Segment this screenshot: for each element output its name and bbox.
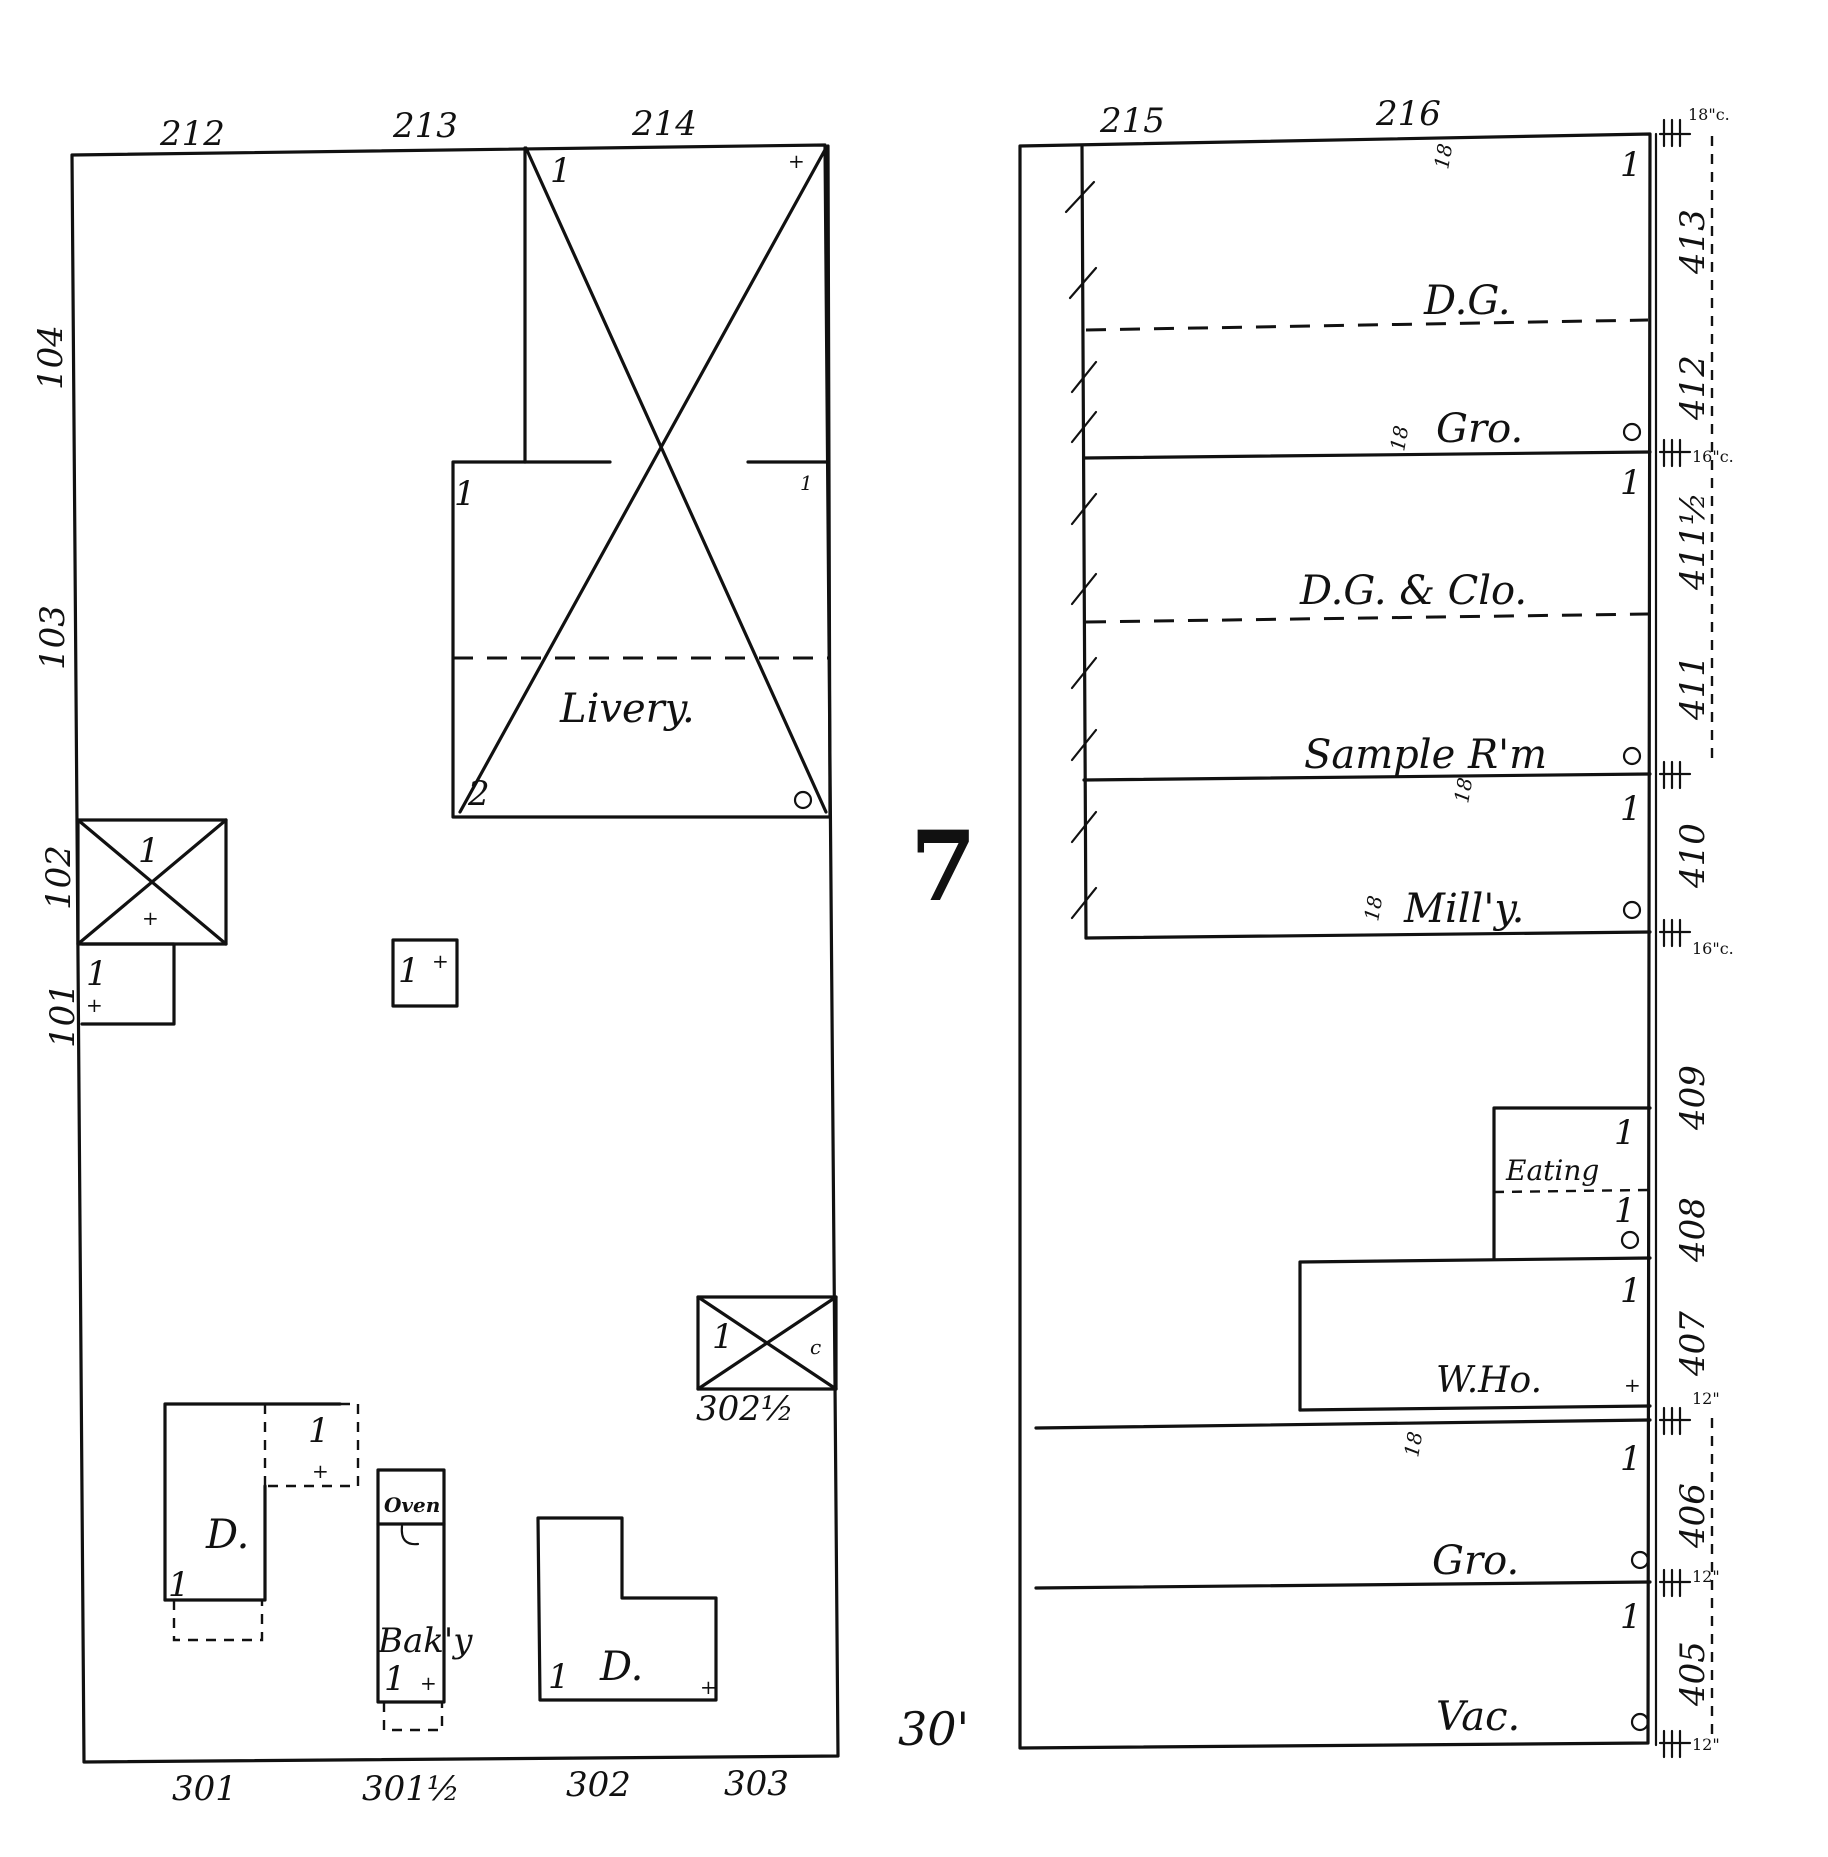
stable-102: 1 + [76, 818, 228, 946]
dwelling-302: D. 1 + [536, 1516, 718, 1702]
lot-number: 215 [1099, 101, 1165, 141]
lot-number: 212 [159, 114, 225, 154]
skylight-mark: + [312, 1459, 329, 1483]
lot-number: 302½ [696, 1389, 794, 1429]
oven-label: Oven [384, 1493, 440, 1517]
lot-number: 104 [31, 325, 71, 390]
story-count: 1 [308, 1411, 330, 1451]
lot-number: 103 [33, 605, 73, 670]
street-number: 411 [1673, 655, 1713, 721]
story-count: 1 [168, 1565, 190, 1605]
dwelling-label: D. [205, 1512, 249, 1558]
store-label: D.G. & Clo. [1299, 568, 1527, 614]
lot-number: 101 [43, 983, 83, 1048]
skylight-mark: + [700, 1675, 717, 1699]
block-number: 7 [910, 810, 977, 923]
lot-number: 302 [566, 1765, 631, 1805]
lot-number: 214 [631, 104, 697, 144]
small-outbuilding: 1 + [391, 938, 459, 1008]
warehouse: 1 W.Ho. + [1298, 1256, 1652, 1412]
lot-number: 213 [392, 106, 458, 146]
lot-number: 216 [1375, 94, 1441, 134]
wall-height: 18 [1385, 424, 1413, 453]
story-count: 1 [454, 474, 476, 514]
stable-302-half: 1 c 302½ [696, 1295, 838, 1429]
eating-house: 1 Eating 1 [1492, 1106, 1652, 1260]
height-note: 16"c. [1692, 447, 1734, 466]
street-width: 30' [898, 1702, 969, 1756]
street-number: 405 [1673, 1641, 1713, 1707]
skylight-mark: + [432, 949, 449, 973]
brick-hatch-marks [1064, 180, 1098, 920]
story-count: 1 [1620, 1597, 1642, 1637]
story-count: 1 [1620, 145, 1642, 185]
street-number: 409 [1673, 1065, 1713, 1131]
height-note: 18"c. [1688, 105, 1730, 124]
story-count: 1 [1620, 463, 1642, 503]
wall-height: 18 [1359, 894, 1387, 923]
story-count: 1 [1614, 1191, 1636, 1231]
store-label: Gro. [1432, 1538, 1519, 1584]
right-block: 215 216 D.G. Gro. D.G. & Clo. Sa [1018, 94, 1734, 1759]
street-number: 411½ [1673, 492, 1713, 591]
street-number: 407 [1673, 1311, 1713, 1377]
skylight-mark: + [86, 993, 103, 1017]
story-count: 1 [398, 951, 420, 991]
story-count: 1 [138, 831, 160, 871]
dwelling-label: D. [599, 1644, 643, 1690]
livery-building: Livery. 1 1 2 + 1 [451, 144, 832, 819]
store-label: Gro. [1436, 406, 1523, 452]
street-number: 408 [1673, 1197, 1713, 1263]
store-label: D.G. [1423, 278, 1511, 324]
lot-number: 301½ [362, 1769, 460, 1809]
story-mark: 1 [800, 471, 813, 495]
skylight-mark: + [1624, 1373, 1641, 1397]
livery-label: Livery. [559, 686, 695, 732]
wall-height: 18 [1449, 776, 1477, 805]
store-label: Eating [1505, 1154, 1599, 1187]
lot-number: 303 [724, 1764, 789, 1804]
bakery-label: Bak'y [377, 1621, 473, 1661]
height-note: 12" [1692, 1735, 1720, 1754]
height-note: 12" [1692, 1389, 1720, 1408]
story-count: 1 [1620, 1439, 1642, 1479]
height-note: 16"c. [1692, 939, 1734, 958]
story-count: 1 [1620, 1271, 1642, 1311]
story-count: 1 [1614, 1113, 1636, 1153]
shed-101: 1 + [80, 942, 176, 1026]
story-count: 1 [712, 1317, 734, 1357]
street-number: 412 [1673, 355, 1713, 421]
story-count: 1 [86, 954, 108, 994]
story-count: 1 [548, 1657, 570, 1697]
skylight-mark: + [420, 1671, 437, 1695]
street-number: 410 [1673, 823, 1713, 889]
wall-height: 18 [1399, 1430, 1427, 1459]
dwelling-301: D. 1 1 + [163, 1402, 360, 1642]
store-label: Sample R'm [1304, 732, 1547, 778]
skylight-mark: + [788, 149, 805, 173]
story-count: 2 [467, 774, 490, 814]
chimney-mark: c [810, 1335, 821, 1359]
left-block: 212 213 214 104 103 102 101 301 301½ 302… [31, 104, 840, 1809]
left-block-outline [70, 143, 840, 1764]
wall-height: 18 [1429, 142, 1457, 171]
wall-tick-marks [1658, 118, 1692, 1759]
store-label: Vac. [1436, 1694, 1520, 1740]
skylight-mark: + [142, 906, 159, 930]
right-block-outline [1018, 132, 1652, 1750]
street-number: 406 [1673, 1483, 1713, 1549]
story-count: 1 [1620, 789, 1642, 829]
story-count: 1 [550, 151, 572, 191]
lot-number: 102 [39, 845, 79, 910]
height-note: 12" [1692, 1567, 1720, 1586]
bakery: Oven Bak'y 1 + [376, 1468, 473, 1732]
lot-number: 301 [172, 1769, 237, 1809]
street-number: 413 [1673, 209, 1713, 275]
store-label: Mill'y. [1403, 886, 1524, 932]
story-count: 1 [384, 1659, 406, 1699]
store-label: W.Ho. [1436, 1360, 1542, 1401]
